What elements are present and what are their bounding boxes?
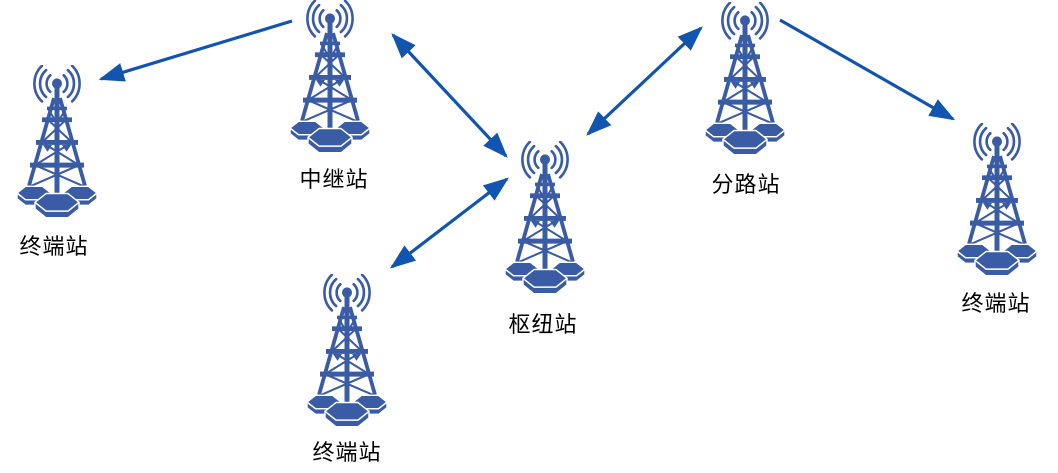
link-hub-branch [586,26,703,136]
station-terminal-right [942,123,1052,283]
station-terminal-bottom [292,274,402,434]
station-label-terminal-right: 终端站 [961,291,1031,316]
link-hub-terminal-bottom [389,177,510,269]
radio-tower-icon [490,141,600,301]
radio-tower-icon [2,65,112,225]
link-branch-to-terminal-right [779,18,956,121]
station-label-relay: 中继站 [299,167,369,192]
station-label-hub: 枢纽站 [508,312,578,337]
station-hub [490,141,600,301]
radio-tower-icon [942,123,1052,283]
station-terminal-left [2,65,112,225]
station-branch [690,2,800,162]
radio-tower-icon [292,274,402,434]
link-relay-to-terminal-left [98,19,293,82]
station-label-terminal-bottom: 终端站 [312,440,382,465]
link-relay-hub [391,33,508,158]
radio-tower-icon [275,0,385,160]
radio-tower-icon [690,2,800,162]
links-group [98,18,956,269]
station-label-terminal-left: 终端站 [19,234,89,259]
station-label-branch: 分路站 [711,172,781,197]
station-relay [275,0,385,160]
